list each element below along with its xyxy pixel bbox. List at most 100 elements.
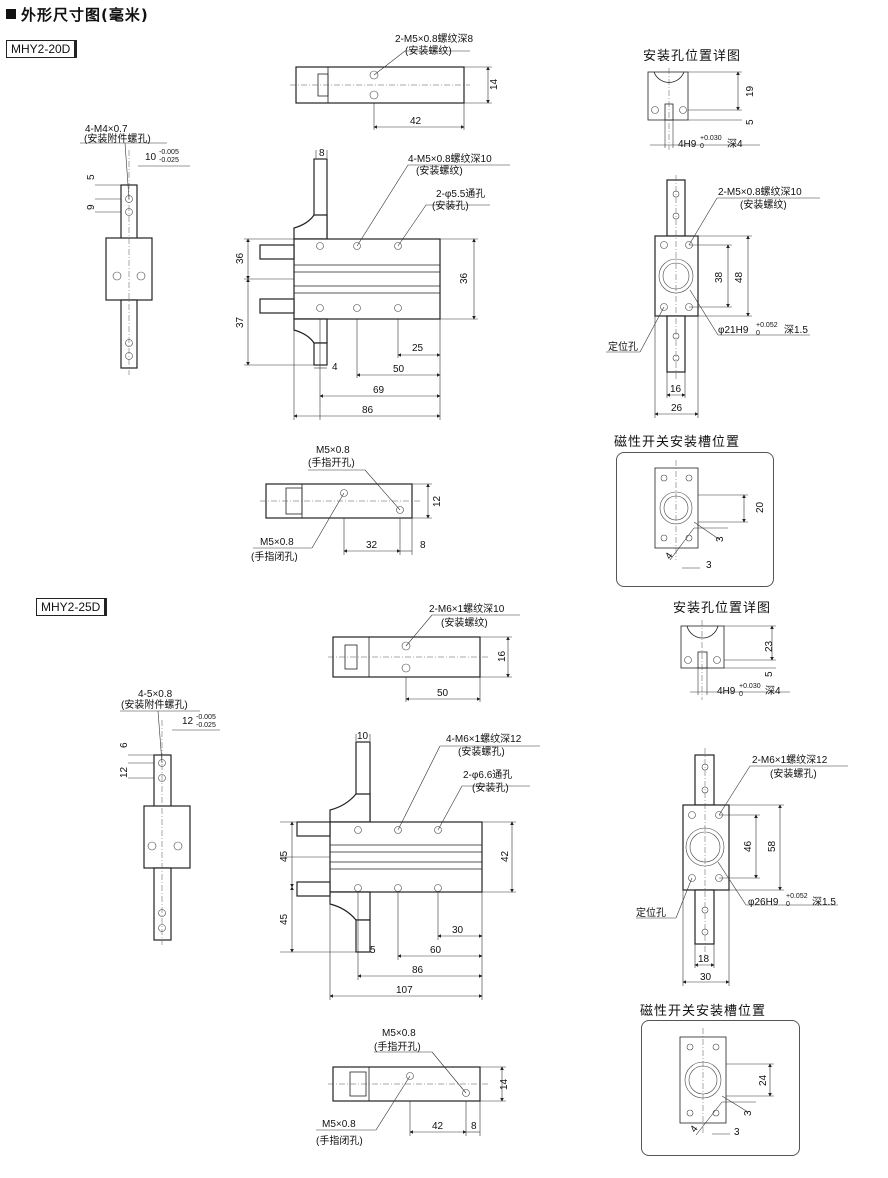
b-main-hole-label: 2-φ6.6通孔 xyxy=(463,769,512,781)
b-mount-detail xyxy=(680,620,790,700)
b-main-dim-30: 30 xyxy=(452,925,464,936)
a-side-tol-base: 10 xyxy=(145,152,157,163)
b-side-view xyxy=(120,710,220,945)
b-bottom-close-label: M5×0.8 xyxy=(322,1119,356,1130)
b-right-phi-depth: 深1.5 xyxy=(812,896,836,908)
a-main-dim-36-left: 36 xyxy=(235,252,246,264)
b-main-dim-10: 10 xyxy=(357,731,369,742)
a-main-dim-37: 37 xyxy=(235,316,246,328)
b-detail-4h9-tol: +0.030 xyxy=(739,683,761,690)
a-switch-dim-4: 4 xyxy=(663,550,675,561)
b-bottom-open-label: M5×0.8 xyxy=(382,1028,416,1039)
a-right-dim-38: 38 xyxy=(714,271,725,283)
a-main-dim-4: 4 xyxy=(332,362,338,373)
a-right-phi-tol: +0.052 xyxy=(756,322,778,329)
a-right-phi-tol0: 0 xyxy=(756,330,760,337)
b-detail-dim-5: 5 xyxy=(764,671,775,677)
b-right-phi: φ26H9 xyxy=(748,897,779,908)
a-detail-4h9: 4H9 xyxy=(678,139,697,150)
b-bottom-view xyxy=(316,1051,506,1136)
b-main-dim-45-lower: 45 xyxy=(279,913,290,925)
b-top-thread-sub: (安装螺纹) xyxy=(441,616,488,629)
square-bullet-icon xyxy=(6,9,16,19)
b-right-dim-30: 30 xyxy=(700,972,712,983)
b-main-hole-sub: (安装孔) xyxy=(472,781,509,794)
a-switch-slot xyxy=(654,460,748,569)
b-detail-dim-23: 23 xyxy=(764,640,775,652)
a-side-view xyxy=(80,142,190,375)
a-right-dim-16: 16 xyxy=(670,384,682,395)
b-bottom-close-sub: (手指闭孔) xyxy=(316,1134,363,1147)
b-right-view xyxy=(636,748,848,986)
model-label-mhy2-20d: MHY2-20D xyxy=(6,40,78,58)
model-label-mhy2-25d: MHY2-25D xyxy=(36,598,108,616)
a-bottom-close-label: M5×0.8 xyxy=(260,537,294,548)
b-top-dim-50: 50 xyxy=(437,688,449,699)
a-main-hole-label: 2-φ5.5通孔 xyxy=(436,188,485,200)
a-switch-dim-20: 20 xyxy=(755,501,766,513)
b-side-thread-sub: (安装附件螺孔) xyxy=(121,698,188,711)
switch-slot-title-a: 磁性开关安装槽位置 xyxy=(614,435,741,450)
a-right-thread-sub: (安装螺纹) xyxy=(740,198,787,211)
a-top-thread-label: 2-M5×0.8螺纹深8 xyxy=(395,32,474,45)
b-main-view xyxy=(280,734,540,1000)
b-side-dim-6: 6 xyxy=(119,742,130,748)
mount-detail-title-b: 安装孔位置详图 xyxy=(673,601,772,616)
a-bottom-close-sub: (手指闭孔) xyxy=(251,550,298,563)
b-main-dim-5: 5 xyxy=(370,945,376,956)
a-detail-4h9-depth: 深4 xyxy=(727,138,743,150)
b-main-thread-sub: (安装螺孔) xyxy=(458,745,505,758)
b-switch-dim-3-horizontal: 3 xyxy=(734,1127,740,1138)
a-side-thread-sub: (安装附件螺孔) xyxy=(84,132,151,145)
a-detail-dim-19: 19 xyxy=(745,85,756,97)
a-right-dim-26: 26 xyxy=(671,403,683,414)
a-bottom-dim-32: 32 xyxy=(366,540,378,551)
b-switch-dim-24: 24 xyxy=(758,1074,769,1086)
switch-slot-title-b: 磁性开关安装槽位置 xyxy=(640,1004,767,1019)
a-bottom-dim-12: 12 xyxy=(432,495,443,507)
page-title: 外形尺寸图(毫米) xyxy=(6,4,149,25)
a-side-tol-upper: -0.005 xyxy=(159,149,179,156)
b-detail-4h9: 4H9 xyxy=(717,686,736,697)
b-right-locate: 定位孔 xyxy=(636,906,666,919)
b-main-thread-label: 4-M6×1螺纹深12 xyxy=(446,732,522,745)
b-top-dim-16: 16 xyxy=(497,650,508,662)
a-right-view xyxy=(606,175,820,418)
b-top-thread-label: 2-M6×1螺纹深10 xyxy=(429,602,505,615)
a-right-thread-label: 2-M5×0.8螺纹深10 xyxy=(718,185,802,198)
b-side-tol-upper: -0.005 xyxy=(196,714,216,721)
a-main-dim-50: 50 xyxy=(393,364,405,375)
b-bottom-dim-14: 14 xyxy=(499,1078,510,1090)
switch-slot-frame-a xyxy=(616,452,774,587)
b-side-thread-label: 4-5×0.8 xyxy=(138,689,173,700)
b-right-dim-46: 46 xyxy=(743,840,754,852)
b-right-thread-sub: (安装螺孔) xyxy=(770,767,817,780)
a-main-thread-sub: (安装螺纹) xyxy=(416,164,463,177)
b-side-dim-12: 12 xyxy=(119,766,130,778)
a-bottom-open-label: M5×0.8 xyxy=(316,445,350,456)
a-top-thread-sub: (安装螺纹) xyxy=(405,44,452,57)
b-switch-slot xyxy=(679,1028,774,1136)
a-bottom-view xyxy=(253,469,432,555)
a-main-thread-label: 4-M5×0.8螺纹深10 xyxy=(408,152,492,165)
b-right-phi-tol: +0.052 xyxy=(786,893,808,900)
a-main-hole-sub: (安装孔) xyxy=(432,199,469,212)
b-bottom-open-sub: (手指开孔) xyxy=(374,1040,421,1053)
b-right-thread-label: 2-M6×1螺纹深12 xyxy=(752,753,828,766)
b-bottom-dim-42: 42 xyxy=(432,1121,444,1132)
b-main-dim-45-upper: 45 xyxy=(279,850,290,862)
b-bottom-dim-8: 8 xyxy=(471,1121,477,1132)
a-bottom-dim-8: 8 xyxy=(420,540,426,551)
a-mount-detail xyxy=(647,68,760,150)
b-switch-dim-4: 4 xyxy=(688,1123,700,1134)
page-title-text: 外形尺寸图(毫米) xyxy=(21,6,149,24)
a-side-dim-9: 9 xyxy=(86,204,97,210)
b-right-dim-18: 18 xyxy=(698,954,710,965)
a-bottom-open-sub: (手指开孔) xyxy=(308,456,355,469)
b-main-dim-60: 60 xyxy=(430,945,442,956)
b-detail-4h9-depth: 深4 xyxy=(765,685,781,697)
a-main-view xyxy=(244,150,510,420)
b-side-tol-base: 12 xyxy=(182,716,194,727)
a-main-dim-69: 69 xyxy=(373,385,385,396)
